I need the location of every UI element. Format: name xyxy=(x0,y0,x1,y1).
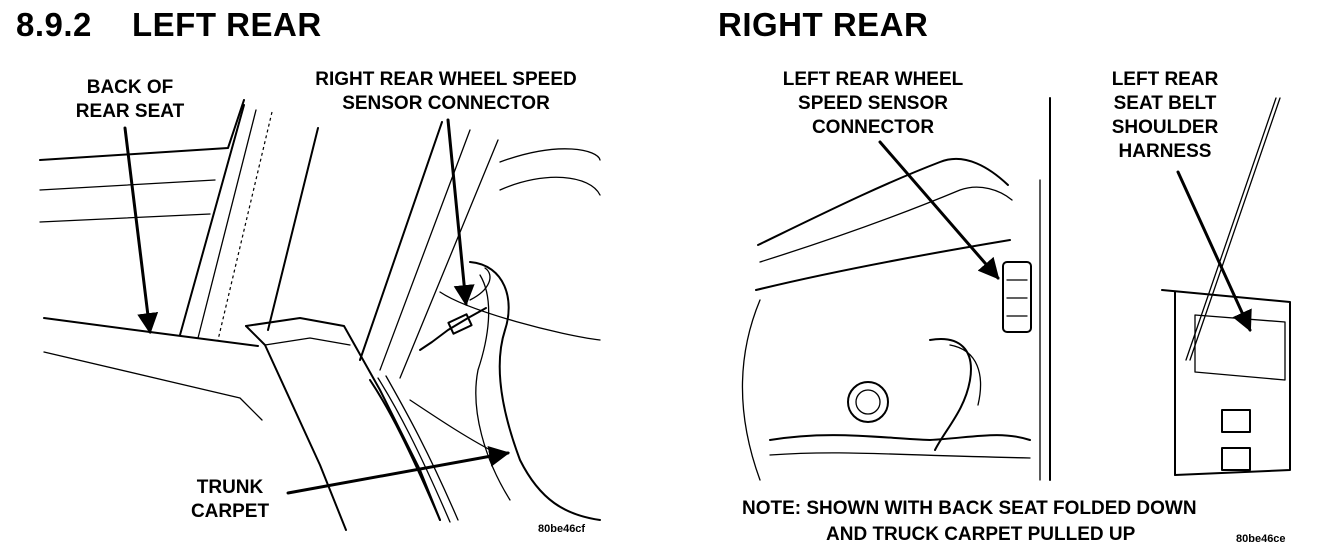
right-rear-drawing xyxy=(741,97,1291,481)
callout-trunk-carpet: TRUNK CARPET xyxy=(180,476,280,524)
callout-line: CARPET xyxy=(190,501,270,522)
right-panel-title: RIGHT REAR xyxy=(718,6,929,43)
figure-code-right: 80be46ce xyxy=(1236,533,1286,545)
left-rear-drawing xyxy=(39,99,601,531)
note-line: AND TRUCK CARPET PULLED UP xyxy=(826,524,1136,545)
callout-line: SEAT BELT xyxy=(1113,93,1217,114)
left-panel-title: LEFT REAR xyxy=(132,6,322,43)
callout-line: SHOULDER xyxy=(1111,117,1219,138)
callout-line: RIGHT REAR WHEEL SPEED xyxy=(315,69,577,90)
callout-line: HARNESS xyxy=(1118,141,1212,162)
callout-line: SENSOR CONNECTOR xyxy=(342,93,550,114)
callout-left-rear-wheel-speed-connector: LEFT REAR WHEEL SPEED SENSOR CONNECTOR xyxy=(758,68,988,140)
callout-line: TRUNK xyxy=(196,477,264,498)
section-number: 8.9.2 xyxy=(16,6,92,43)
callout-line: SPEED SENSOR xyxy=(798,93,948,114)
callout-right-rear-wheel-speed-connector: RIGHT REAR WHEEL SPEED SENSOR CONNECTOR xyxy=(286,68,606,116)
note-text: NOTE: SHOWN WITH BACK SEAT FOLDED DOWN A… xyxy=(742,496,1197,548)
callout-left-rear-seat-belt-harness: LEFT REAR SEAT BELT SHOULDER HARNESS xyxy=(1090,68,1240,164)
note-line: NOTE: SHOWN WITH BACK SEAT FOLDED DOWN xyxy=(742,498,1197,519)
callout-line: BACK OF xyxy=(86,77,174,98)
figure-code-left: 80be46cf xyxy=(538,523,586,535)
callout-line: LEFT REAR WHEEL xyxy=(782,69,964,90)
callout-line: LEFT REAR xyxy=(1111,69,1219,90)
callout-line: CONNECTOR xyxy=(811,117,935,138)
callout-line: REAR SEAT xyxy=(75,101,185,122)
callout-back-of-rear-seat: BACK OF REAR SEAT xyxy=(60,76,200,124)
